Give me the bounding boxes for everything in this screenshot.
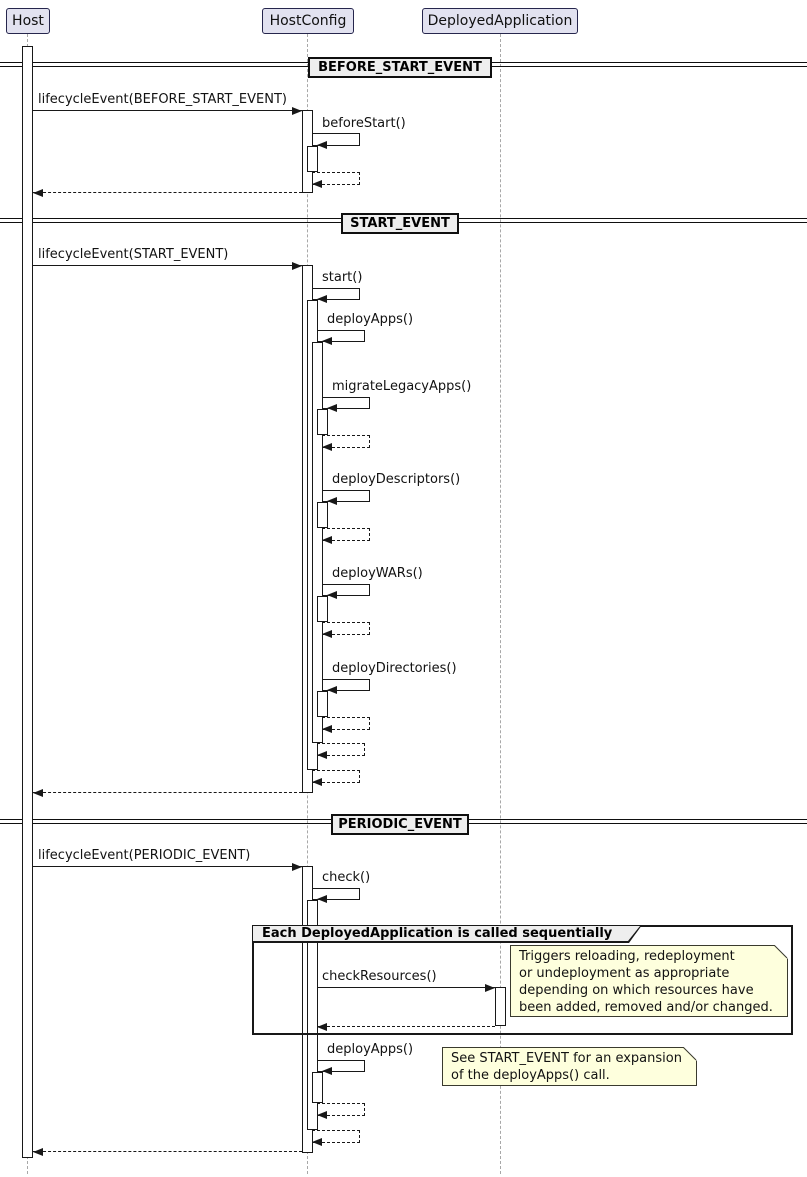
arrowhead-icon	[317, 1111, 327, 1119]
message-line-lifecycle-periodic	[32, 866, 302, 867]
selfcall-deploy-apps	[317, 330, 365, 342]
arrowhead-icon	[317, 1023, 327, 1031]
note-line: depending on which resources have	[519, 983, 754, 998]
arrowhead-icon	[322, 725, 332, 733]
selfcall-deploy-descriptors	[322, 490, 370, 502]
selfreturn-check	[312, 1130, 360, 1143]
activation-deploy-descriptors	[317, 502, 328, 528]
arrowhead-icon	[322, 536, 332, 544]
arrowhead-icon	[33, 189, 43, 197]
selfcall-before-start	[312, 133, 360, 146]
arrowhead-icon	[317, 895, 327, 903]
arrowhead-icon	[322, 337, 332, 345]
note-line: Triggers reloading, redeployment	[519, 949, 735, 964]
return-line-check-resources	[317, 1026, 495, 1027]
activation-check	[307, 900, 318, 1130]
message-label-migrate-legacy-apps: migrateLegacyApps()	[332, 379, 472, 394]
arrowhead-icon	[317, 141, 327, 149]
arrowhead-icon	[327, 404, 337, 412]
message-label-start: start()	[322, 270, 363, 285]
message-label-deploy-directories: deployDirectories()	[332, 661, 457, 676]
selfreturn-deploy-apps	[317, 743, 365, 756]
participant-host: Host	[6, 8, 50, 34]
message-label-check: check()	[322, 870, 371, 885]
message-label-check-resources: checkResources()	[322, 969, 437, 984]
return-line-start-event	[33, 792, 302, 793]
selfreturn-deploy-apps-periodic	[317, 1103, 365, 1116]
selfreturn-migrate-legacy-apps	[322, 435, 370, 448]
arrowhead-icon	[33, 1148, 43, 1156]
divider-before-start-event: BEFORE_START_EVENT	[308, 57, 492, 78]
return-line-before-start-event	[33, 192, 302, 193]
message-label-deploy-wars: deployWARs()	[332, 566, 423, 581]
arrowhead-icon	[317, 751, 327, 759]
arrowhead-icon	[322, 1067, 332, 1075]
note-line: of the deployApps() call.	[451, 1068, 610, 1083]
arrowhead-icon	[485, 984, 495, 992]
message-label-lifecycle-start: lifecycleEvent(START_EVENT)	[38, 247, 229, 262]
activation-host	[22, 46, 33, 1158]
message-label-lifecycle-periodic: lifecycleEvent(PERIODIC_EVENT)	[38, 848, 251, 863]
selfcall-deploy-wars	[322, 584, 370, 596]
message-label-lifecycle-before-start: lifecycleEvent(BEFORE_START_EVENT)	[38, 92, 287, 107]
message-line-check-resources	[317, 987, 495, 988]
activation-deployedapplication	[495, 987, 506, 1026]
message-label-deploy-apps: deployApps()	[327, 312, 414, 327]
return-line-periodic-event	[33, 1151, 302, 1152]
arrowhead-icon	[292, 262, 302, 270]
selfreturn-deploy-descriptors	[322, 528, 370, 541]
note-fold-icon	[774, 945, 788, 959]
selfreturn-deploy-wars	[322, 622, 370, 635]
participant-deployedapplication: DeployedApplication	[422, 8, 578, 34]
message-label-deploy-apps-periodic: deployApps()	[327, 1042, 414, 1057]
arrowhead-icon	[322, 630, 332, 638]
note-deploy-apps: See START_EVENT for an expansion of the …	[442, 1047, 697, 1086]
message-label-before-start: beforeStart()	[322, 116, 406, 131]
arrowhead-icon	[312, 180, 322, 188]
arrowhead-icon	[312, 1138, 322, 1146]
selfcall-migrate-legacy-apps	[322, 397, 370, 409]
group-frame-label: Each DeployedApplication is called seque…	[253, 926, 640, 941]
activation-deploy-directories	[317, 691, 328, 717]
selfreturn-deploy-directories	[322, 717, 370, 730]
selfcall-deploy-apps-periodic	[317, 1060, 365, 1072]
note-check-resources: Triggers reloading, redeployment or unde…	[510, 945, 788, 1017]
note-fold-icon	[683, 1047, 697, 1061]
arrowhead-icon	[322, 443, 332, 451]
group-frame-header: Each DeployedApplication is called seque…	[252, 925, 642, 943]
arrowhead-icon	[317, 295, 327, 303]
participant-hostconfig: HostConfig	[262, 8, 354, 34]
selfcall-check	[312, 888, 360, 900]
arrowhead-icon	[327, 591, 337, 599]
note-line: See START_EVENT for an expansion	[451, 1051, 682, 1066]
activation-migrate-legacy-apps	[317, 409, 328, 435]
divider-periodic-event: PERIODIC_EVENT	[331, 814, 469, 835]
arrowhead-icon	[312, 778, 322, 786]
note-line: been added, removed and/or changed.	[519, 1000, 773, 1015]
arrowhead-icon	[327, 686, 337, 694]
activation-deploy-apps-periodic	[312, 1072, 323, 1103]
divider-start-event: START_EVENT	[341, 213, 459, 234]
message-line-lifecycle-before-start	[32, 110, 302, 111]
lifeline-deployedapplication	[500, 34, 501, 1174]
selfcall-start	[312, 288, 360, 300]
note-line: or undeployment as appropriate	[519, 966, 730, 981]
selfcall-deploy-directories	[322, 679, 370, 691]
arrowhead-icon	[327, 497, 337, 505]
arrowhead-icon	[292, 863, 302, 871]
arrowhead-icon	[33, 789, 43, 797]
arrowhead-icon	[292, 107, 302, 115]
activation-before-start-inner	[307, 146, 318, 172]
message-label-deploy-descriptors: deployDescriptors()	[332, 472, 461, 487]
selfreturn-before-start	[312, 172, 360, 185]
message-line-lifecycle-start	[32, 265, 302, 266]
activation-deploy-wars	[317, 596, 328, 622]
selfreturn-start	[312, 770, 360, 783]
